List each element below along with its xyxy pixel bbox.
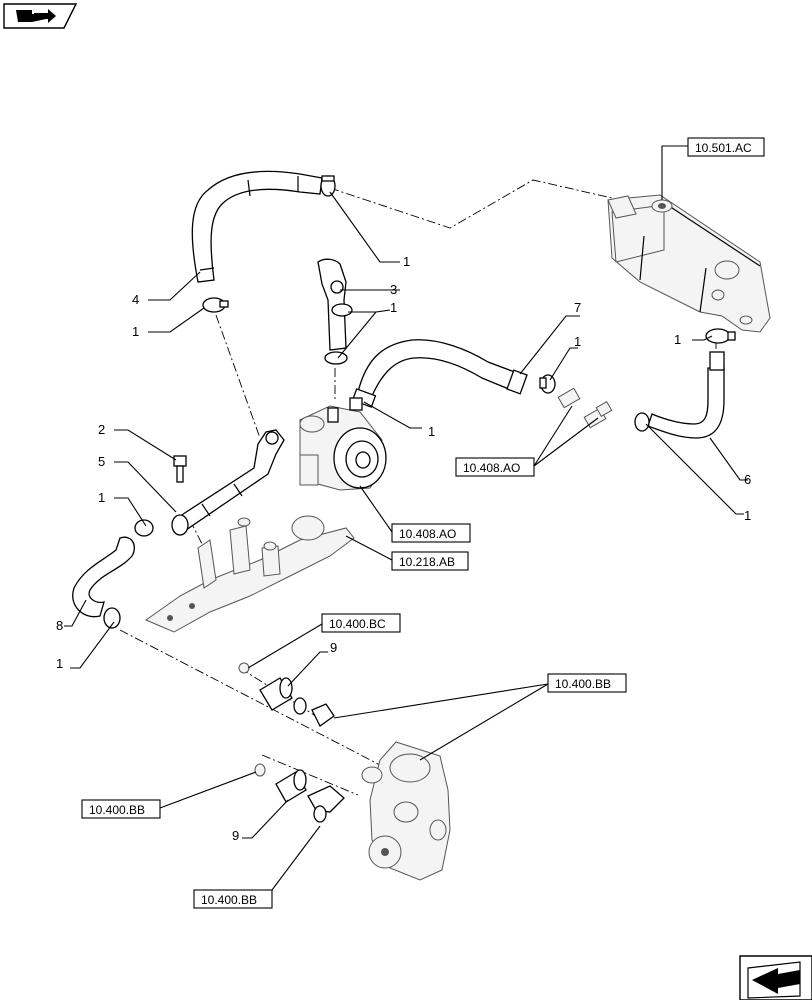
callout-number: 1 (674, 332, 681, 347)
ref-label: 10.400.BC (329, 617, 386, 631)
water-pump-housing (361, 741, 451, 881)
callout-number: 1 (390, 300, 397, 315)
hose-6 (634, 328, 736, 439)
arrow-next-icon[interactable] (739, 955, 812, 1000)
callout-5: 5 (98, 454, 177, 513)
callout-9b: 9 (232, 799, 289, 843)
callout-number: 1 (574, 334, 581, 349)
clamp-hose7-end (539, 374, 556, 394)
callout-number: 1 (56, 656, 63, 671)
callout-number: 6 (744, 472, 751, 487)
callout-number: 1 (403, 254, 410, 269)
callout-number: 3 (390, 282, 397, 297)
ref-label: 10.501.AC (695, 141, 752, 155)
callout-7: 7 (519, 300, 581, 375)
ref-label: 10.408.AO (463, 461, 520, 475)
bolt-2 (173, 455, 187, 483)
hose-3 (317, 258, 353, 365)
ref-label: 10.400.BB (201, 893, 257, 907)
callout-number: 7 (574, 300, 581, 315)
manifold-bracket (144, 515, 355, 633)
callout-number: 1 (132, 324, 139, 339)
callout-number: 1 (98, 490, 105, 505)
callout-1h: 1 (645, 423, 751, 523)
callout-4: 4 (132, 271, 201, 307)
book-arrow-icon[interactable] (3, 3, 78, 29)
callout-1b: 1 (337, 300, 397, 359)
callout-number: 9 (330, 640, 337, 655)
ref-label: 10.400.BB (555, 677, 611, 691)
callout-6: 6 (709, 437, 751, 487)
ref-label: 10.400.BB (89, 803, 145, 817)
callout-number: 5 (98, 454, 105, 469)
connector-9-lower (254, 763, 345, 823)
ref-10-400-bb-bottom[interactable]: 10.400.BB (193, 825, 321, 909)
ref-10-501-ac[interactable]: 10.501.AC (661, 137, 765, 200)
hose-4 (191, 170, 323, 283)
ref-10-400-bb-left[interactable]: 10.400.BB (81, 771, 257, 819)
callout-2: 2 (98, 422, 177, 461)
callout-1d: 1 (549, 334, 581, 381)
ref-10-408-ao-upper[interactable]: 10.408.AO (455, 405, 599, 477)
callout-number: 2 (98, 422, 105, 437)
callout-9a: 9 (287, 640, 337, 687)
ref-10-400-bc[interactable]: 10.400.BC (247, 613, 401, 669)
callout-1f: 1 (363, 401, 435, 439)
callout-1c: 1 (132, 307, 205, 339)
hose-7 (351, 339, 528, 408)
connector-9-upper (238, 662, 335, 727)
callout-3: 3 (340, 282, 400, 297)
ref-label: 10.408.AO (399, 527, 456, 541)
oil-cooler-body (299, 397, 387, 491)
callout-1a: 1 (329, 191, 410, 269)
ref-10-218-ab[interactable]: 10.218.AB (345, 535, 469, 571)
pipe-5 (171, 429, 285, 536)
callout-number: 4 (132, 292, 139, 307)
hose-8 (72, 519, 154, 629)
callout-number: 1 (428, 424, 435, 439)
callout-number: 9 (232, 828, 239, 843)
ref-10-408-ao-lower[interactable]: 10.408.AO (359, 485, 471, 543)
callout-1i: 1 (56, 621, 115, 671)
callout-number: 1 (744, 508, 751, 523)
callout-1g: 1 (98, 490, 147, 527)
fitting-pair (557, 387, 613, 429)
callout-8: 8 (56, 599, 87, 633)
callout-number: 8 (56, 618, 63, 633)
callout-1e: 1 (674, 332, 713, 347)
clamp-hose4-top (320, 175, 336, 197)
egr-cooler (607, 194, 771, 333)
ref-10-400-bb-right[interactable]: 10.400.BB (333, 673, 627, 761)
clamp-hose4-bottom (202, 297, 229, 313)
ref-label: 10.218.AB (399, 555, 455, 569)
